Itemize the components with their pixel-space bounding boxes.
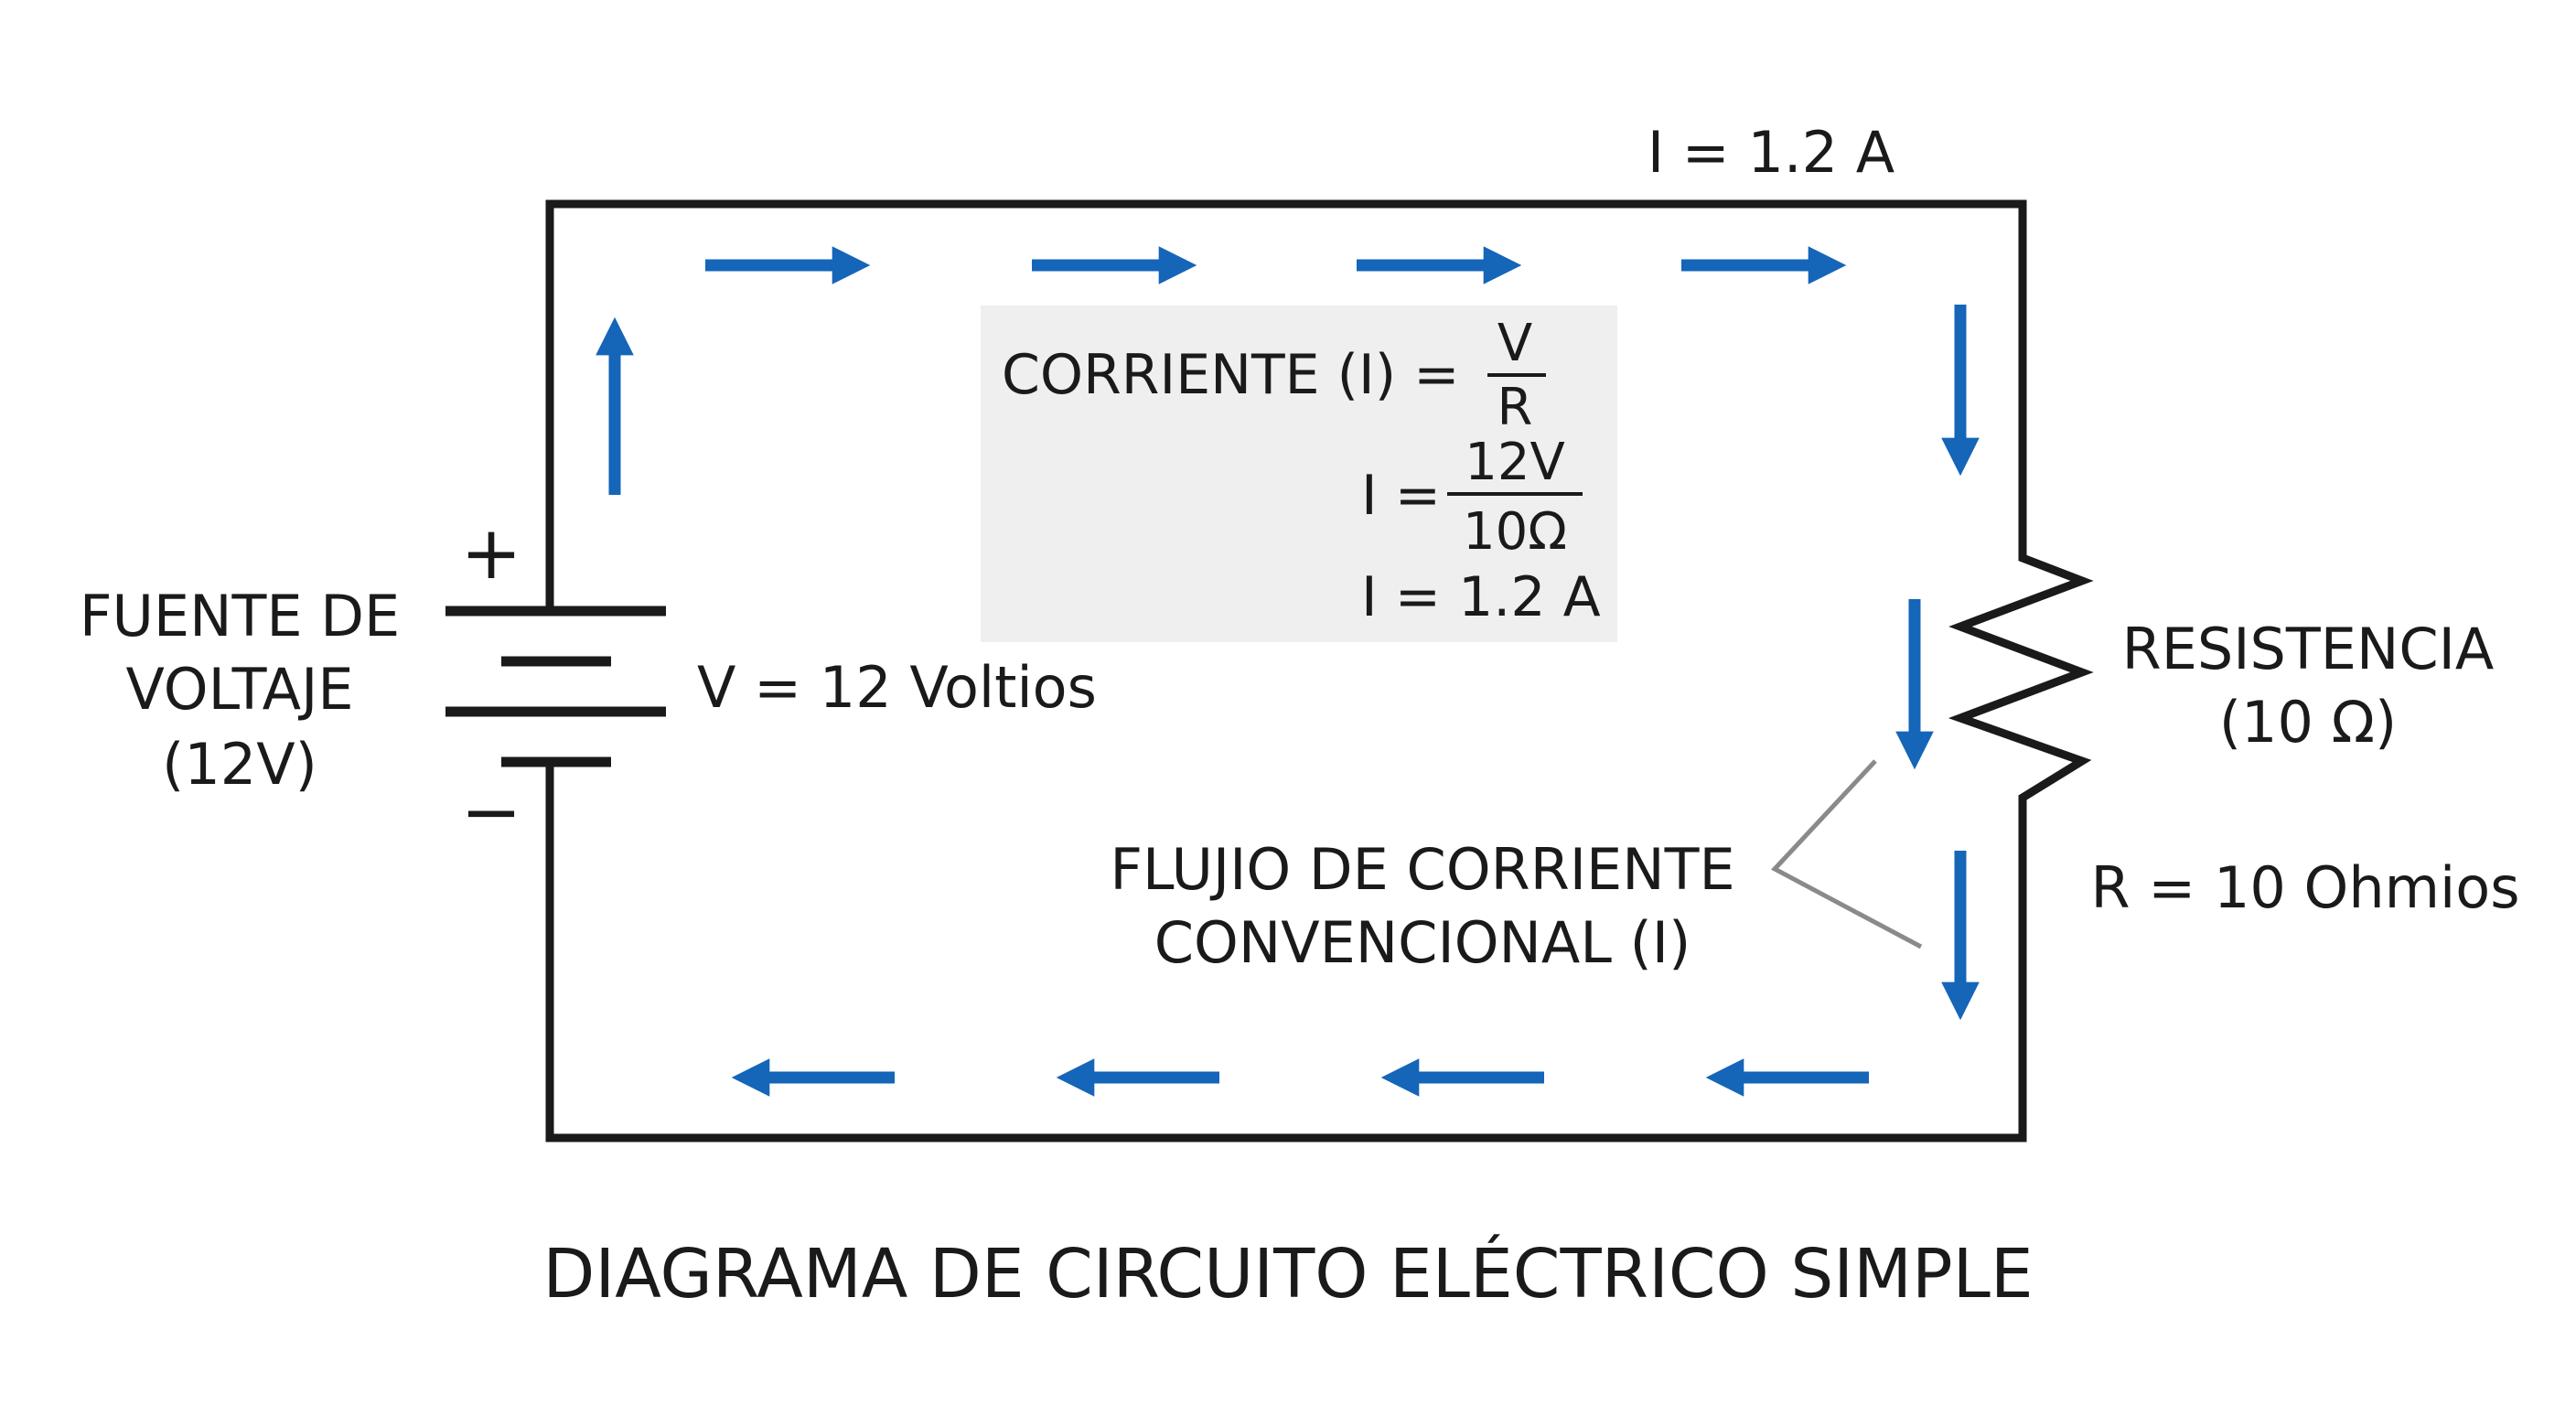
battery-plus-sign: +: [460, 510, 521, 595]
voltage-source-label-line: (12V): [162, 731, 317, 798]
voltage-source-label-line: VOLTAJE: [125, 656, 353, 723]
resistance-value: R = 10 Ohmios: [2091, 854, 2520, 921]
formula-line3: I = 1.2 A: [1361, 565, 1601, 629]
current-top-label: I = 1.2 A: [1648, 119, 1894, 186]
current-flow-label-line: FLUJIO DE CORRIENTE: [1110, 836, 1734, 903]
formula-line2-denominator: 10Ω: [1463, 502, 1567, 562]
formula-line1-prefix: CORRIENTE (I) =: [1002, 343, 1459, 407]
formula-box: [981, 306, 1617, 642]
voltage-source-label: FUENTE DE VOLTAJE (12V): [80, 583, 400, 798]
resistor-label: RESISTENCIA (10 Ω): [2122, 616, 2495, 756]
formula-line1-denominator: R: [1497, 378, 1533, 437]
resistor-label-line: (10 Ω): [2219, 689, 2397, 756]
circuit-wire: [545, 199, 2094, 1142]
formula-line1-numerator: V: [1497, 314, 1532, 373]
formula-line2-prefix: I =: [1361, 464, 1441, 528]
voltage-source-label-line: FUENTE DE: [80, 583, 400, 649]
current-flow-label: FLUJIO DE CORRIENTE CONVENCIONAL (I): [1110, 836, 1734, 976]
ohms-law-formula: CORRIENTE (I) = V R I = 12V 10Ω I = 1.2 …: [1002, 314, 1601, 629]
resistor-label-line: RESISTENCIA: [2122, 616, 2495, 682]
current-arrows: [596, 246, 1980, 1097]
flow-label-leader: [1770, 759, 1923, 949]
battery-symbol: [445, 606, 666, 767]
voltage-value: V = 12 Voltios: [697, 654, 1097, 721]
battery-minus-sign: −: [460, 769, 521, 854]
formula-line2-numerator: 12V: [1465, 433, 1565, 492]
current-flow-label-line: CONVENCIONAL (I): [1154, 909, 1691, 976]
diagram-title: DIAGRAMA DE CIRCUITO ELÉCTRICO SIMPLE: [542, 1233, 2033, 1314]
